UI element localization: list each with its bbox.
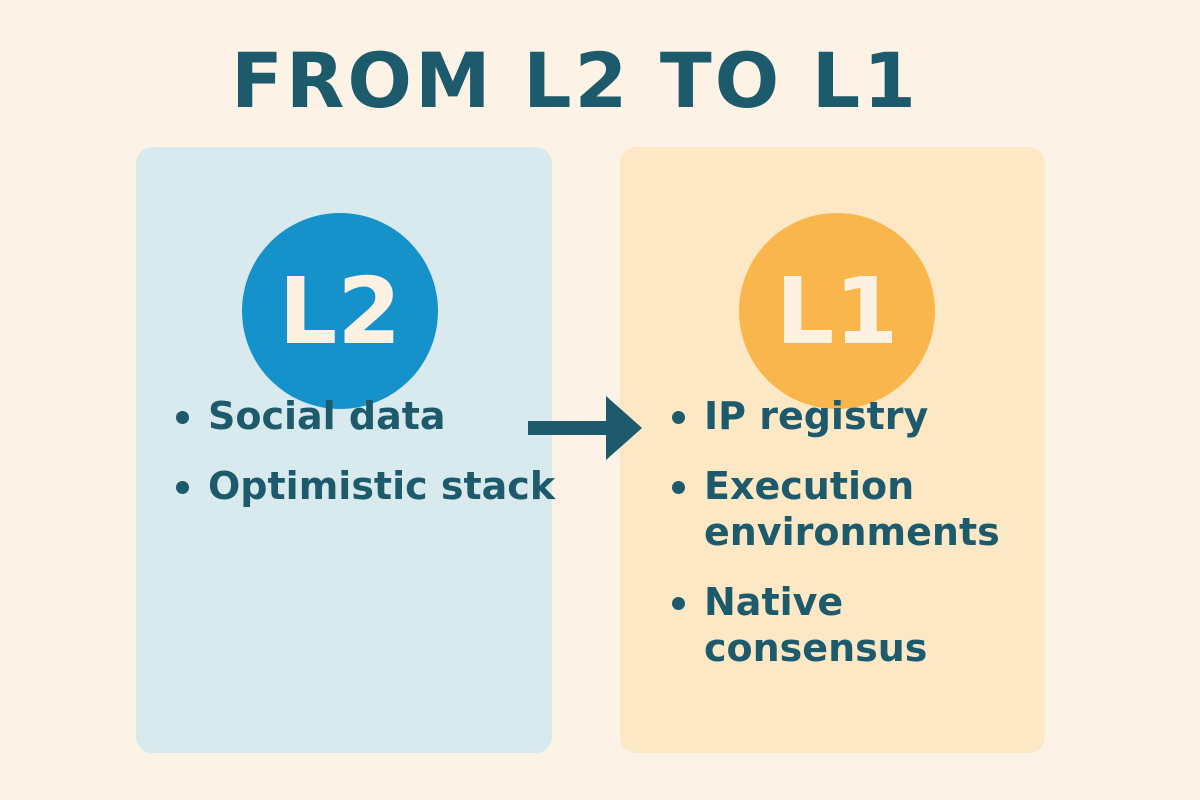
l2-panel: L2 Social data Optimistic stack bbox=[136, 147, 555, 753]
l2-badge: L2 bbox=[242, 213, 438, 409]
arrow-right-icon bbox=[528, 396, 642, 460]
list-item: Native consensus bbox=[672, 579, 928, 671]
l1-list: IP registry Execution environments Nativ… bbox=[672, 393, 1004, 695]
list-item-label: Optimistic stack bbox=[208, 464, 556, 508]
bullet-icon bbox=[672, 481, 685, 494]
l1-badge: L1 bbox=[739, 213, 935, 409]
l1-panel: L1 IP registry Execution environments Na… bbox=[620, 147, 1045, 753]
bullet-icon bbox=[176, 411, 189, 424]
list-item-label: Execution environments bbox=[704, 464, 1000, 554]
list-item-label: Social data bbox=[208, 394, 446, 438]
bullet-icon bbox=[672, 411, 685, 424]
list-item-label: Native consensus bbox=[704, 580, 928, 670]
bullet-icon bbox=[672, 597, 685, 610]
list-item-label: IP registry bbox=[704, 394, 929, 438]
list-item: IP registry bbox=[672, 393, 1004, 439]
list-item: Social data bbox=[176, 393, 555, 439]
l2-list: Social data Optimistic stack bbox=[176, 393, 555, 533]
bullet-icon bbox=[176, 481, 189, 494]
list-item: Execution environments bbox=[672, 463, 1004, 555]
list-item: Optimistic stack bbox=[176, 463, 555, 509]
page-title: FROM L2 TO L1 bbox=[230, 36, 920, 125]
